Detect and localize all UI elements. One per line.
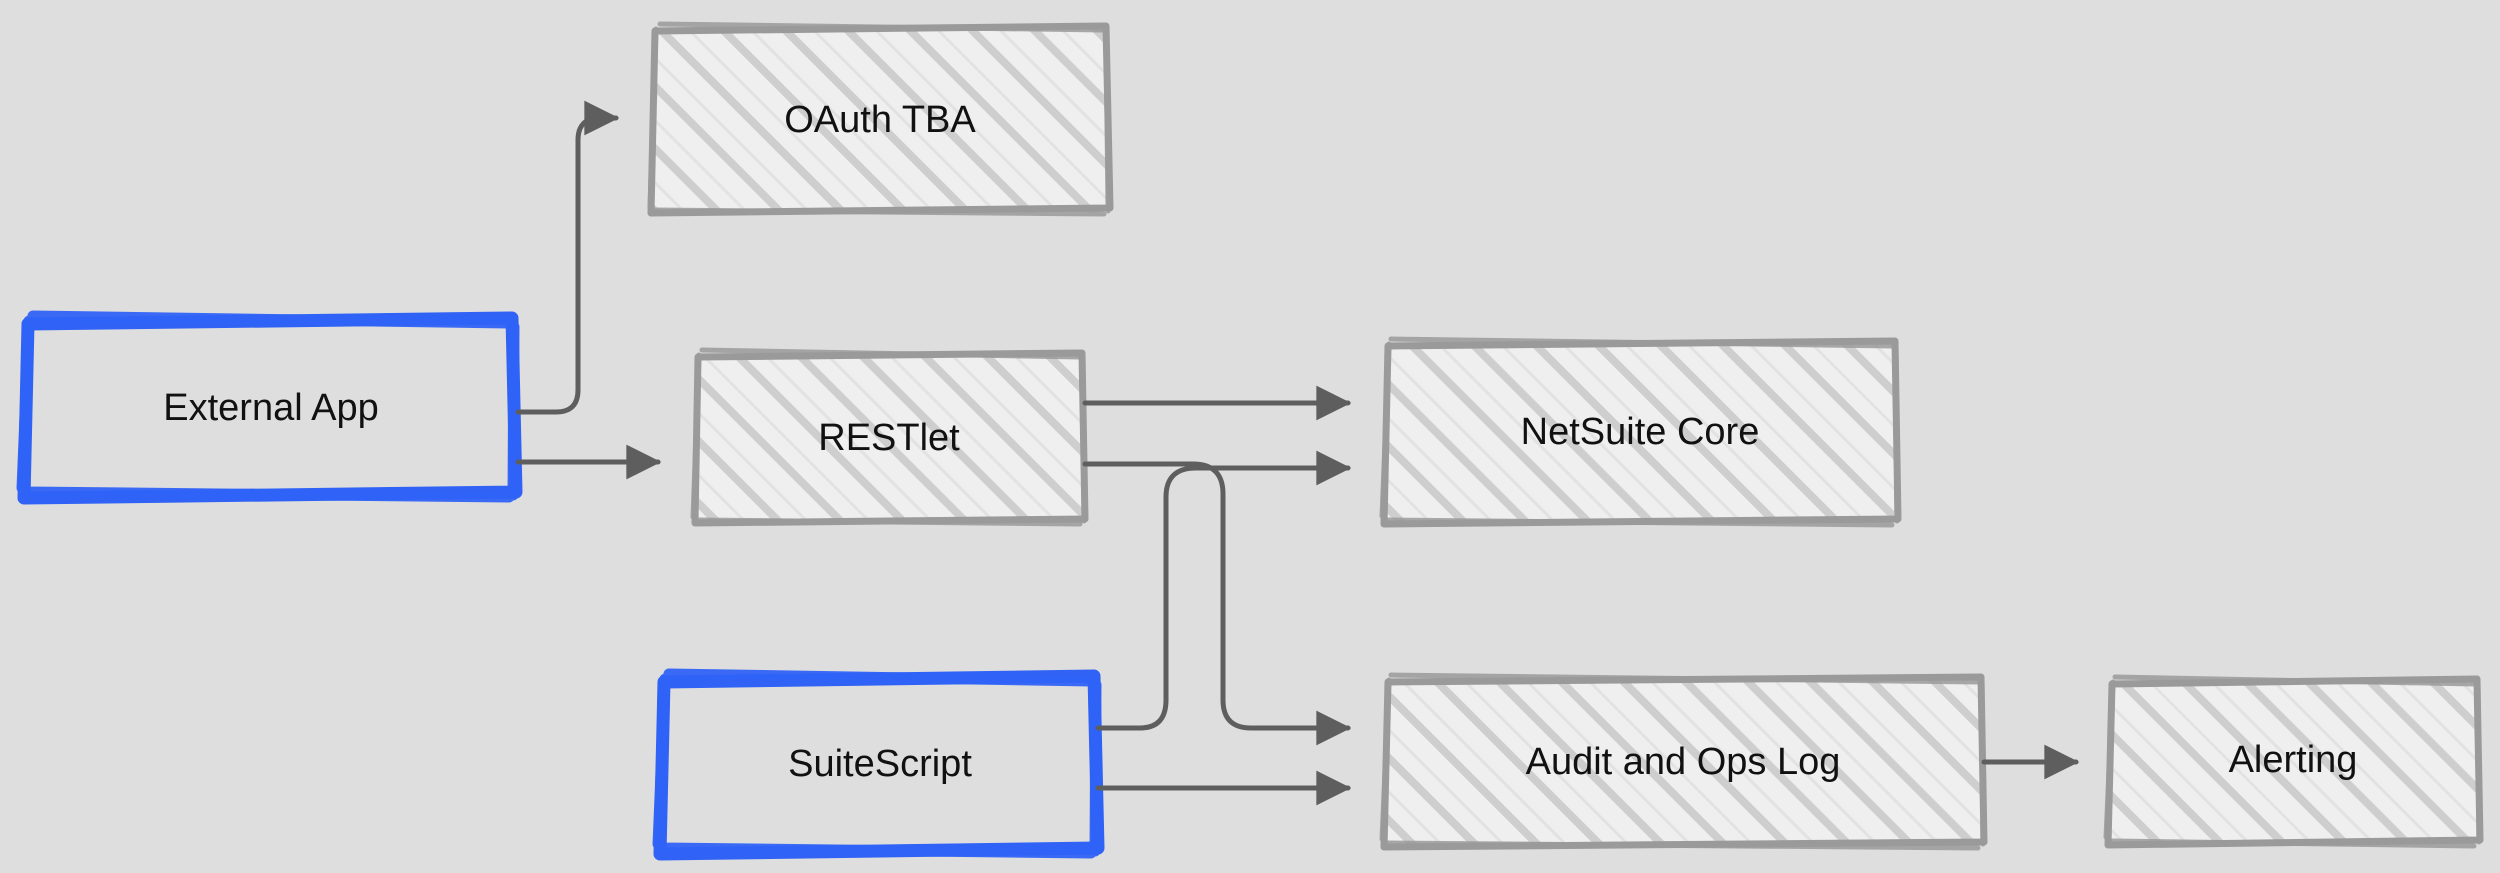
- node-oauth-tba-fill: [652, 28, 1108, 213]
- node-oauth-tba-label: OAuth TBA: [784, 99, 976, 141]
- node-audit-and-ops-log-label: Audit and Ops Log: [1526, 741, 1841, 783]
- node-suitescript-fill: [666, 680, 1094, 846]
- node-restlet-label: RESTlet: [818, 417, 960, 459]
- node-external-app-fill: [30, 322, 512, 494]
- node-netsuite-core-label: NetSuite Core: [1521, 411, 1760, 453]
- node-restlet-outline-sketch: [690, 347, 1087, 527]
- node-audit-and-ops-log-fill: [1386, 680, 1980, 844]
- node-restlet[interactable]: RESTlet: [690, 347, 1089, 527]
- node-suitescript-outline-sketch: [652, 668, 1102, 859]
- node-netsuite-core-fill: [1386, 344, 1894, 522]
- node-suitescript[interactable]: SuiteScript: [652, 668, 1105, 861]
- node-alerting-fill: [2110, 682, 2476, 842]
- node-alerting-outline-sketch: [2103, 674, 2482, 849]
- edge-external-app-to-oauth-tba[interactable]: [515, 100, 620, 415]
- node-external-app-outline-sketch: [16, 310, 520, 503]
- node-netsuite-core[interactable]: NetSuite Core: [1379, 336, 1902, 528]
- node-oauth-tba-outline-sketch: [647, 21, 1111, 217]
- node-suitescript-label: SuiteScript: [788, 743, 972, 785]
- edge-suitescript-to-netsuite-core[interactable]: [1095, 450, 1352, 731]
- node-audit-and-ops-log[interactable]: Audit and Ops Log: [1379, 672, 1988, 851]
- node-alerting[interactable]: Alerting: [2103, 674, 2484, 849]
- node-netsuite-core-outline-sketch: [1379, 336, 1900, 528]
- node-audit-and-ops-log-outline-sketch: [1379, 672, 1986, 851]
- edge-restlet-to-audit-and-ops-log[interactable]: [1082, 461, 1352, 746]
- node-external-app[interactable]: External App: [16, 310, 523, 505]
- node-oauth-tba[interactable]: OAuth TBA: [647, 21, 1114, 217]
- node-external-app-label: External App: [163, 387, 378, 429]
- node-alerting-label: Alerting: [2229, 739, 2358, 781]
- node-restlet-fill: [696, 355, 1082, 521]
